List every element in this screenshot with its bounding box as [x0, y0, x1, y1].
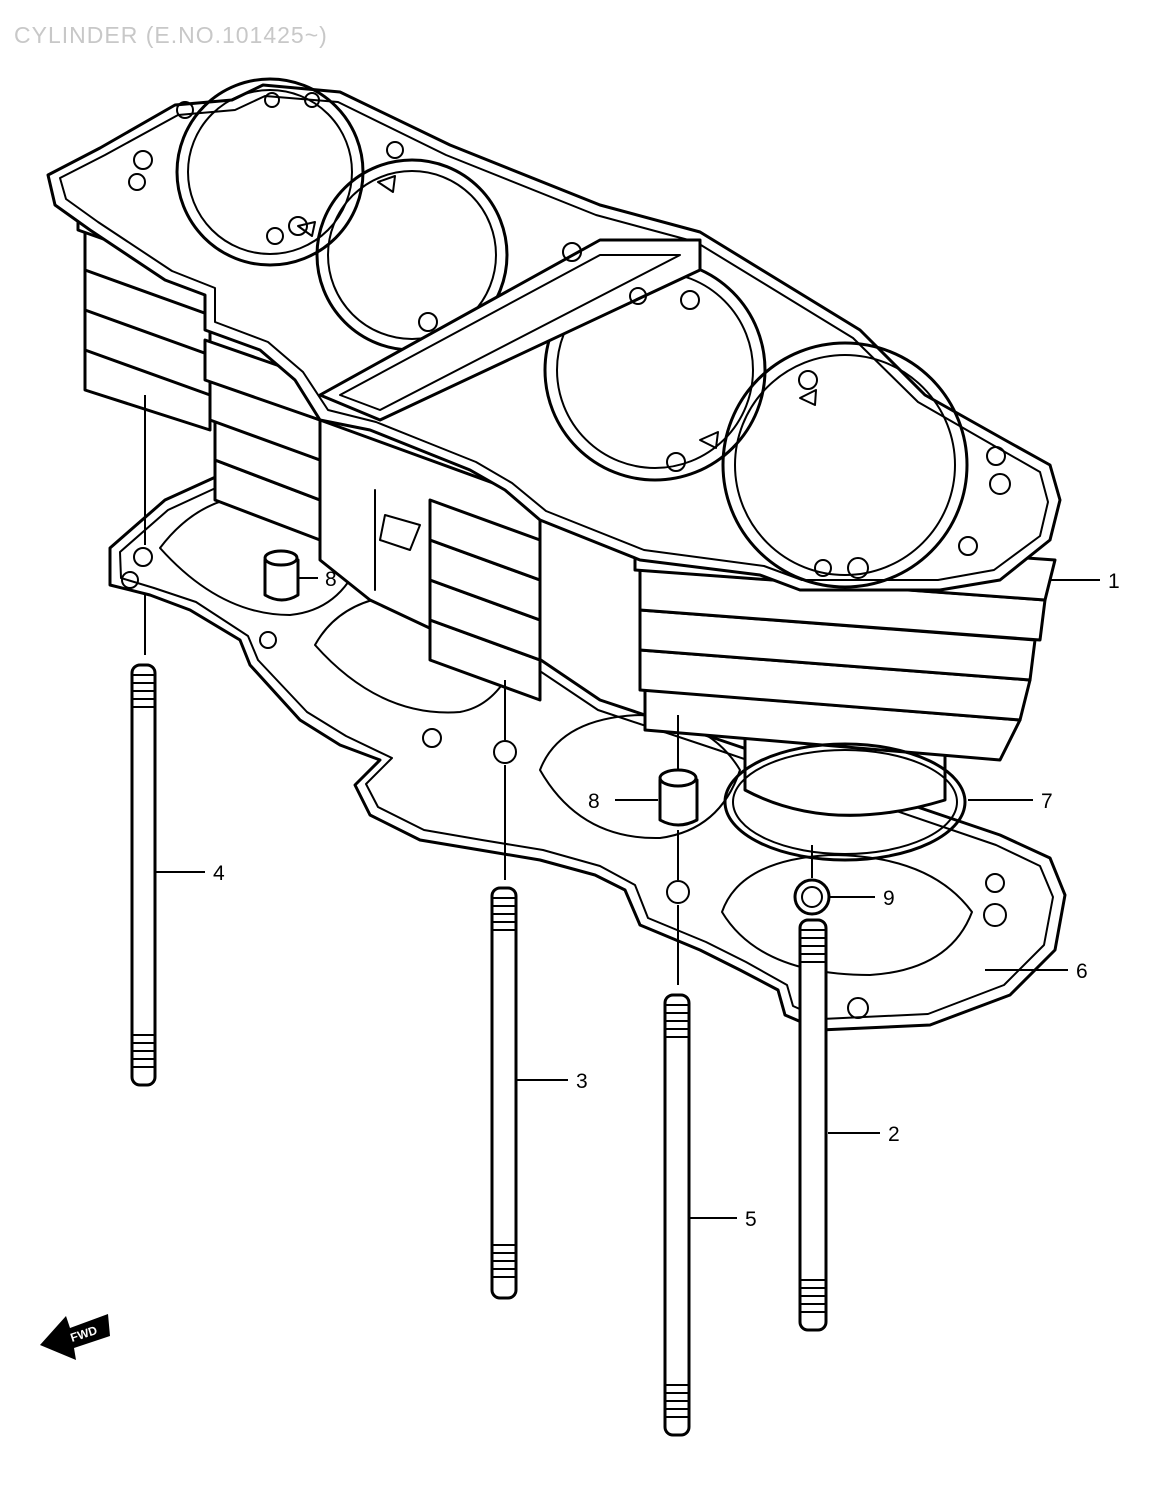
callout-6: 6	[1076, 960, 1088, 983]
callout-4: 4	[213, 862, 225, 885]
cylinder-block	[46, 77, 1062, 817]
stud-bolt-5	[663, 993, 691, 1437]
callout-9: 9	[883, 887, 895, 910]
fwd-arrow: FWD	[40, 1314, 110, 1360]
stud-bolt-2	[798, 918, 828, 1332]
callout-7: 7	[1041, 790, 1053, 813]
callout-numbers: 1 2 3 4 5 6 7 8 8 9	[213, 568, 1120, 1231]
callout-5: 5	[745, 1208, 757, 1231]
washer	[793, 878, 831, 916]
callout-leaders	[155, 577, 1100, 1219]
alignment-lines	[144, 395, 813, 985]
callout-8-left: 8	[325, 568, 337, 591]
callout-8-center: 8	[588, 790, 600, 813]
stud-bolt-3	[490, 886, 518, 1300]
dowel-pin-left	[263, 549, 300, 602]
deck-bolt-holes	[128, 92, 1011, 579]
callout-3: 3	[576, 1070, 588, 1093]
o-ring	[723, 742, 967, 862]
diagram-title: CYLINDER (E.NO.101425~)	[14, 22, 328, 48]
callout-2: 2	[888, 1123, 900, 1146]
dowel-pin-center	[658, 768, 699, 827]
callout-1: 1	[1108, 570, 1120, 593]
stud-bolt-4	[130, 663, 157, 1087]
